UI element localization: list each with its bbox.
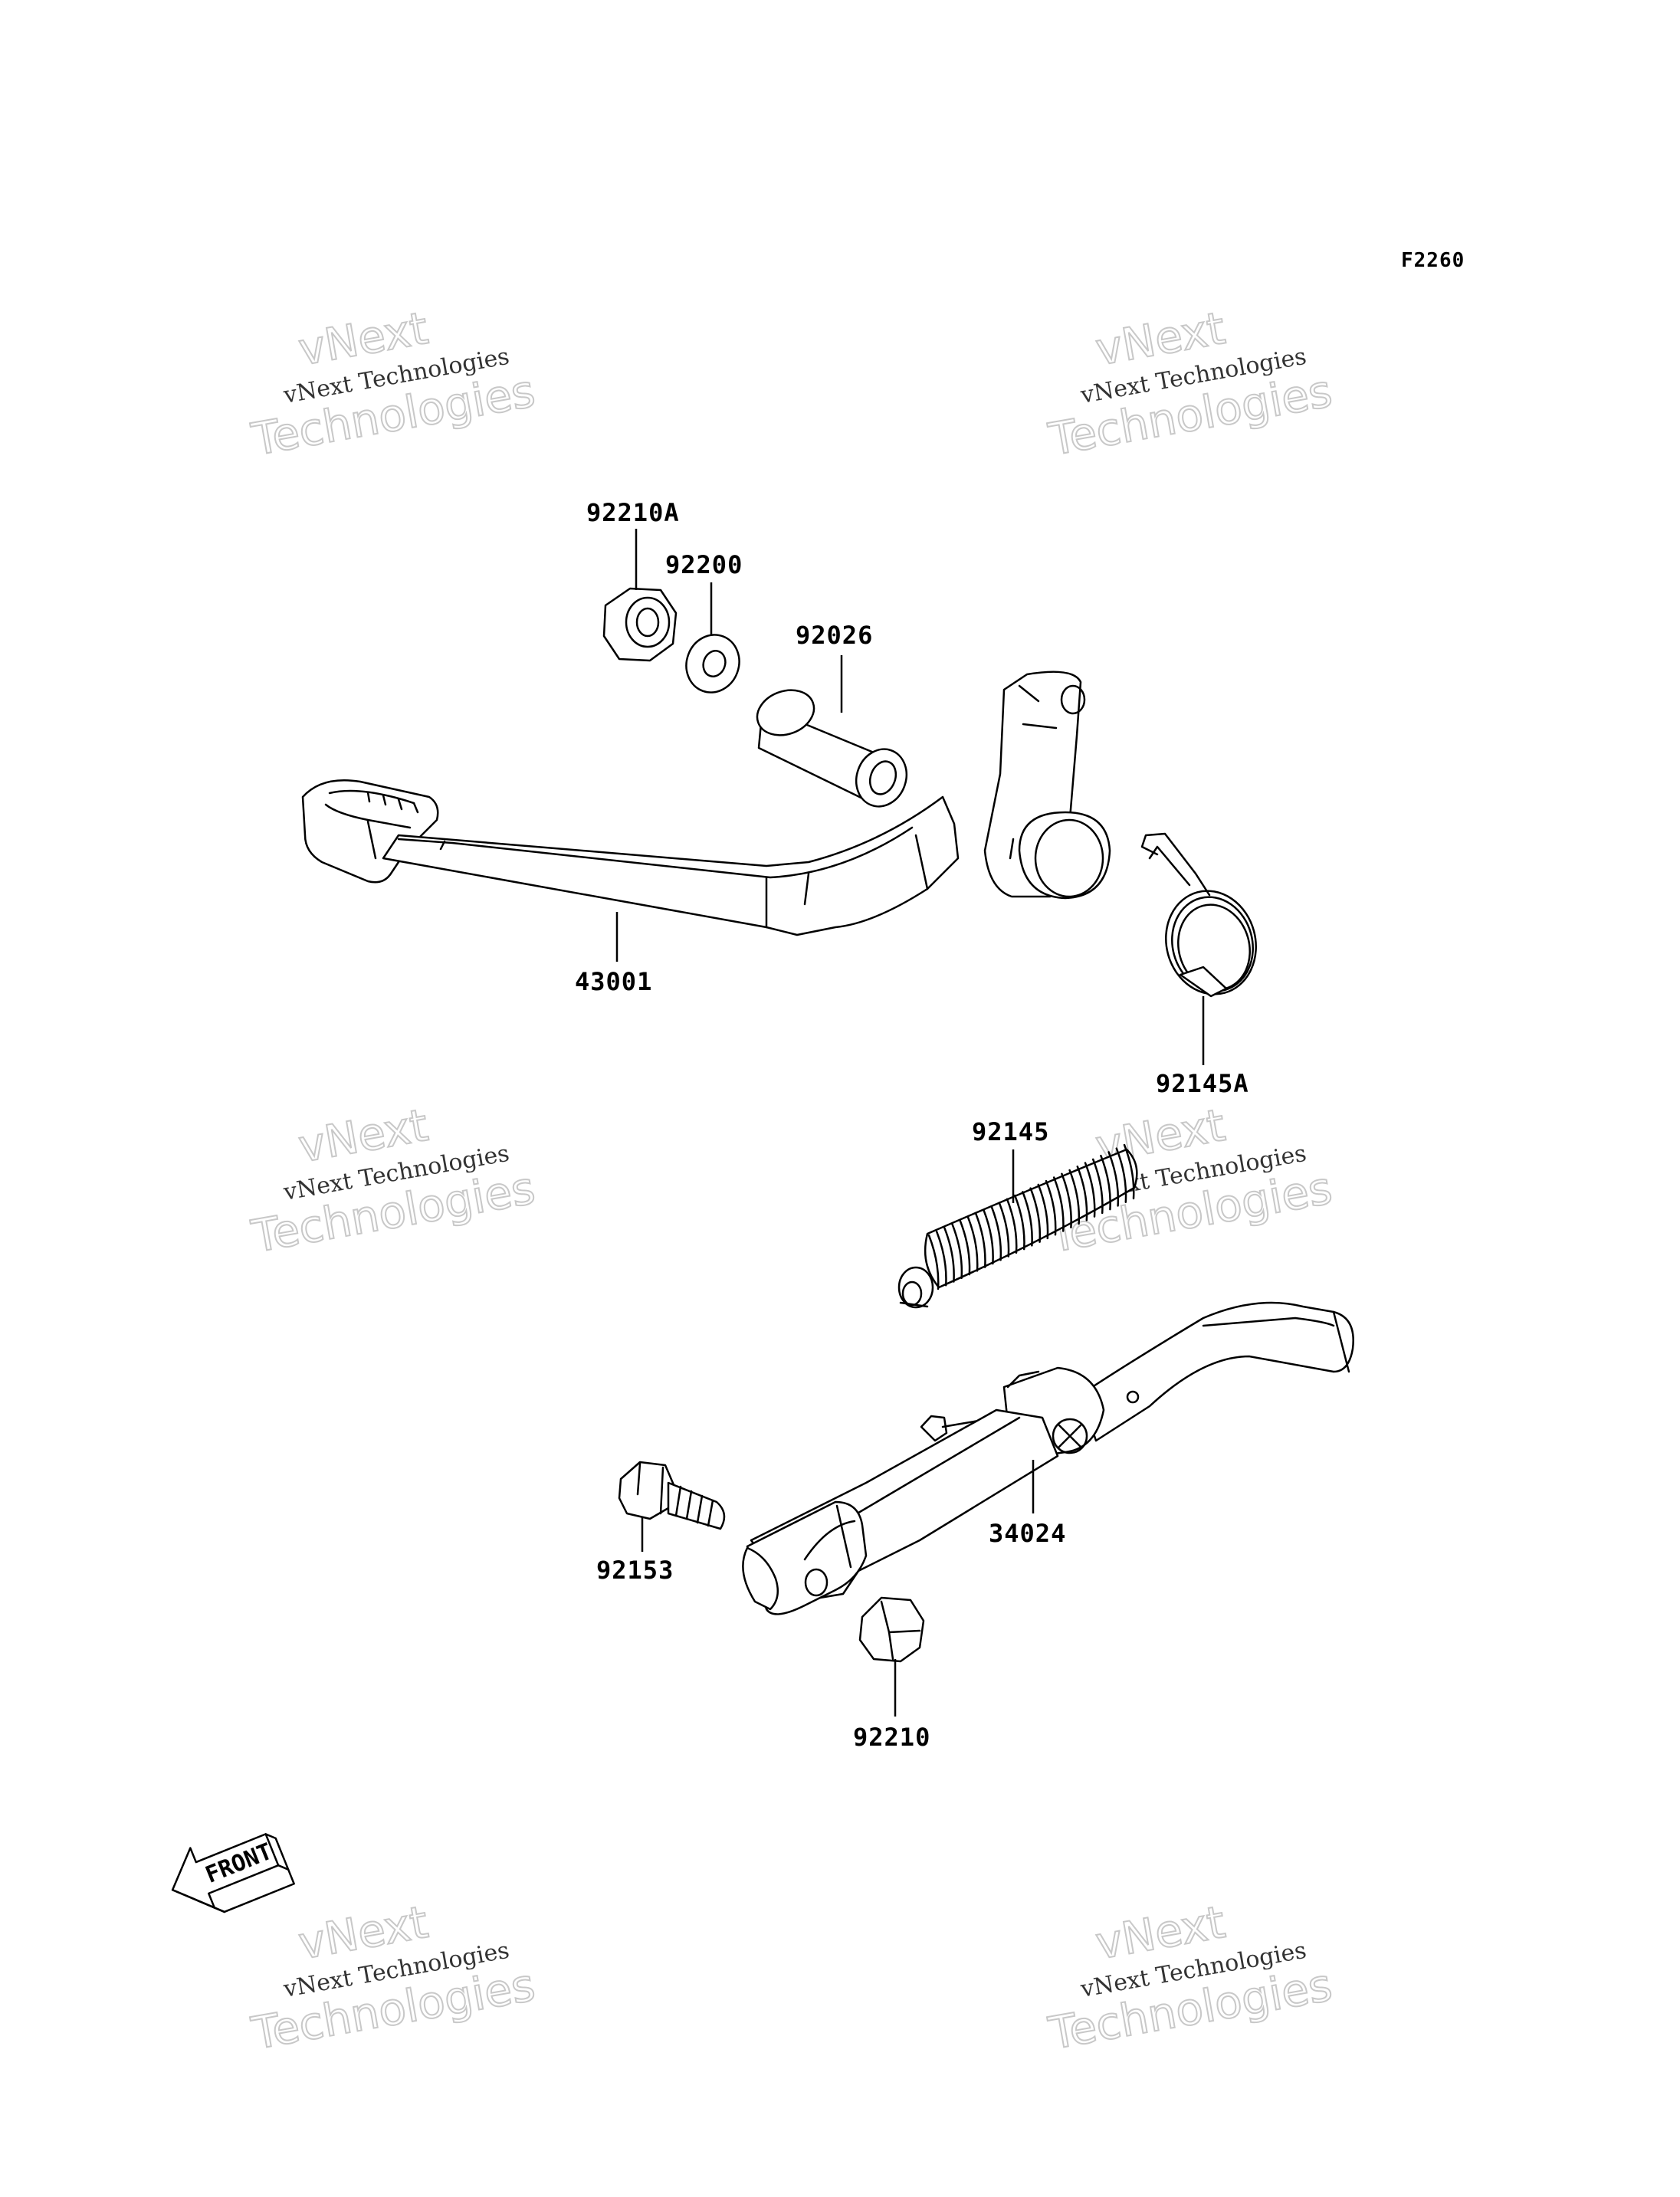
watermark-top-left: vNext vNext Technologies Technologies — [247, 301, 540, 467]
part-label-43001: 43001 — [575, 967, 652, 996]
spring-coil — [1100, 1154, 1111, 1211]
spring-coil — [1068, 1169, 1081, 1225]
spring-coil — [1061, 1172, 1072, 1229]
spring-coil — [1013, 1194, 1025, 1251]
spring-coil — [998, 1202, 1010, 1258]
front-direction-arrow: FRONT — [171, 1833, 295, 1913]
spring-coil — [1006, 1198, 1018, 1254]
spring-coil — [1084, 1162, 1096, 1218]
spring-coil — [1115, 1147, 1127, 1203]
spring-coil — [1076, 1166, 1088, 1221]
figure-ref-code: F2260 — [1401, 249, 1465, 272]
part-brake-pedal-43001 — [301, 671, 1111, 936]
part-label-92145: 92145 — [972, 1117, 1049, 1146]
spring-coil — [1052, 1176, 1065, 1232]
spring-coil — [1022, 1191, 1033, 1247]
watermark-top-right: vNext vNext Technologies Technologies — [1044, 301, 1337, 467]
spring-coil — [1029, 1187, 1042, 1243]
part-label-92210a: 92210A — [586, 498, 680, 527]
part-label-92153: 92153 — [596, 1556, 674, 1585]
part-side-stand-34024 — [742, 1301, 1354, 1615]
part-torsion-spring-92145a — [1140, 832, 1257, 998]
spring-coil — [983, 1208, 994, 1265]
spring-coil — [951, 1223, 963, 1280]
part-bolt-92153 — [618, 1461, 726, 1530]
part-label-92145a: 92145A — [1156, 1069, 1249, 1098]
spring-coil — [927, 1234, 940, 1290]
spring-coil — [990, 1205, 1002, 1261]
part-collar-92026 — [756, 689, 908, 808]
watermark-bottom-left: vNext vNext Technologies Technologies — [247, 1895, 540, 2061]
part-nut-92210 — [858, 1596, 925, 1663]
spring-coil — [974, 1212, 986, 1268]
part-label-92210: 92210 — [853, 1723, 930, 1752]
spring-coil — [1037, 1183, 1049, 1240]
spring-coil — [1045, 1179, 1057, 1236]
spring-coil — [1123, 1143, 1135, 1200]
spring-coil — [966, 1216, 979, 1272]
part-washer-92200 — [685, 634, 740, 694]
spring-coils — [927, 1143, 1135, 1290]
watermark-mid-left: vNext vNext Technologies Technologies — [247, 1098, 540, 1264]
part-label-34024: 34024 — [989, 1519, 1066, 1548]
spring-coil — [959, 1219, 971, 1276]
part-label-92200: 92200 — [665, 550, 743, 579]
watermark-bottom-right: vNext vNext Technologies Technologies — [1044, 1895, 1337, 2061]
spring-coil — [1091, 1158, 1104, 1215]
spring-coil — [935, 1231, 947, 1287]
spring-coil — [943, 1227, 955, 1283]
part-nut-92210a — [602, 587, 678, 662]
part-label-92026: 92026 — [796, 621, 873, 650]
part-extension-spring-92145 — [897, 1143, 1138, 1309]
spring-coil — [1107, 1151, 1120, 1207]
